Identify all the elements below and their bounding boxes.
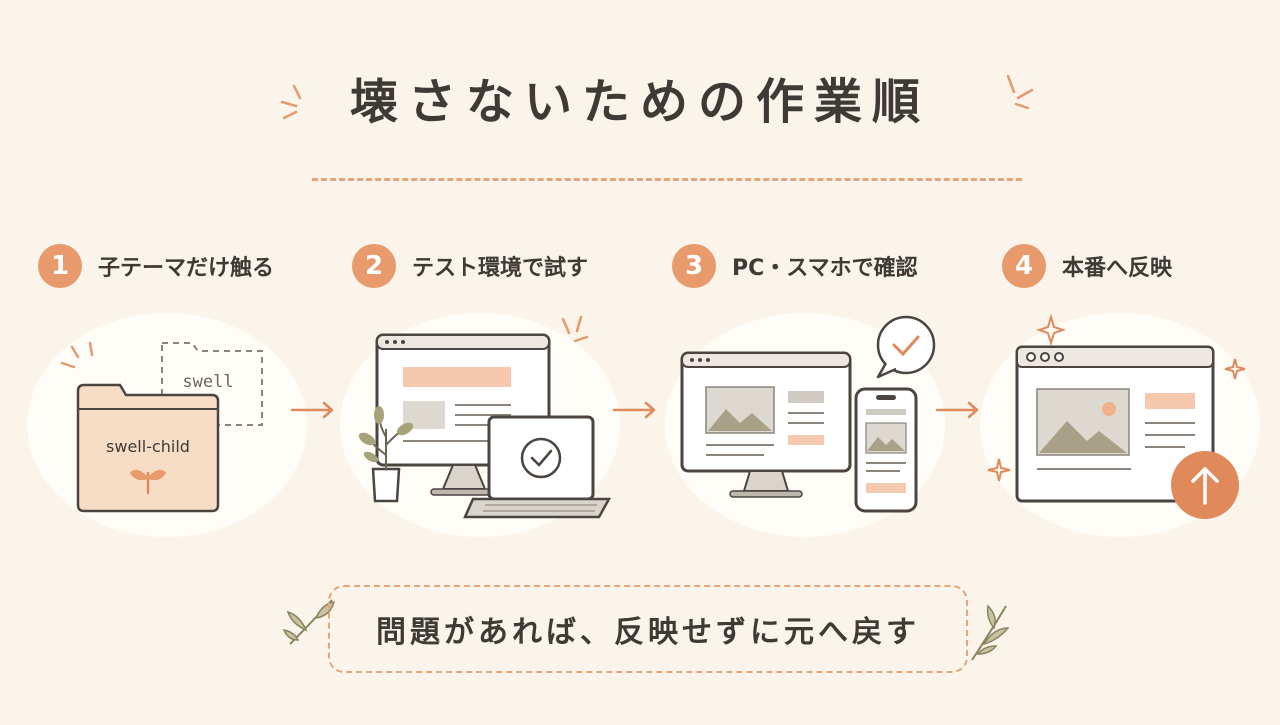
title-wrap: 壊さないための作業順 [0, 78, 1280, 126]
check-circle-icon [520, 437, 562, 479]
step-2-badge: 2 [352, 244, 396, 288]
sparkle-right-icon [1006, 74, 1034, 110]
arrow-right-icon [290, 401, 334, 419]
step-4-badge: 4 [1002, 244, 1046, 288]
step-2-header: 2 テスト環境で試す [352, 244, 588, 288]
step-3-illustration [665, 313, 945, 537]
upload-arrow-icon [1171, 451, 1239, 519]
laptop-icon [463, 415, 612, 519]
browser-window-icon [1015, 345, 1215, 503]
step-2-illustration [340, 313, 620, 537]
title-underline [312, 178, 1022, 181]
leaf-right-icon [971, 604, 1010, 661]
potted-plant-icon [358, 406, 414, 503]
step-1-badge: 1 [38, 244, 82, 288]
step-4-label: 本番へ反映 [1062, 256, 1173, 281]
step-1-label: 子テーマだけ触る [98, 256, 275, 281]
step-4-header: 4 本番へ反映 [1002, 244, 1172, 288]
step-3-label: PC・スマホで確認 [732, 256, 918, 281]
swell-folder-label: swell [182, 372, 233, 392]
swell-child-folder-label: swell-child [106, 437, 190, 456]
footer-note-text: 問題があれば、反映せずに元へ戻す [376, 615, 920, 650]
step-1-header: 1 子テーマだけ触る [38, 244, 274, 288]
footer-note: 問題があれば、反映せずに元へ戻す [328, 585, 968, 673]
smartphone-icon [854, 387, 918, 513]
page-title: 壊さないための作業順 [349, 74, 930, 130]
pc-monitor-icon [680, 351, 852, 498]
step-3-badge: 3 [672, 244, 716, 288]
check-speech-bubble-icon [876, 315, 936, 379]
step-3-header: 3 PC・スマホで確認 [672, 244, 918, 288]
arrow-right-icon-2 [612, 401, 656, 419]
step-4-illustration [980, 313, 1260, 537]
swell-child-folder-icon: swell-child [76, 383, 220, 513]
step-1-illustration: swell swell-child [27, 313, 307, 537]
step-2-label: テスト環境で試す [412, 256, 589, 281]
desktop-monitor-icon [375, 333, 551, 496]
sparkle-left-icon [280, 84, 302, 120]
arrow-right-icon-3 [935, 401, 979, 419]
